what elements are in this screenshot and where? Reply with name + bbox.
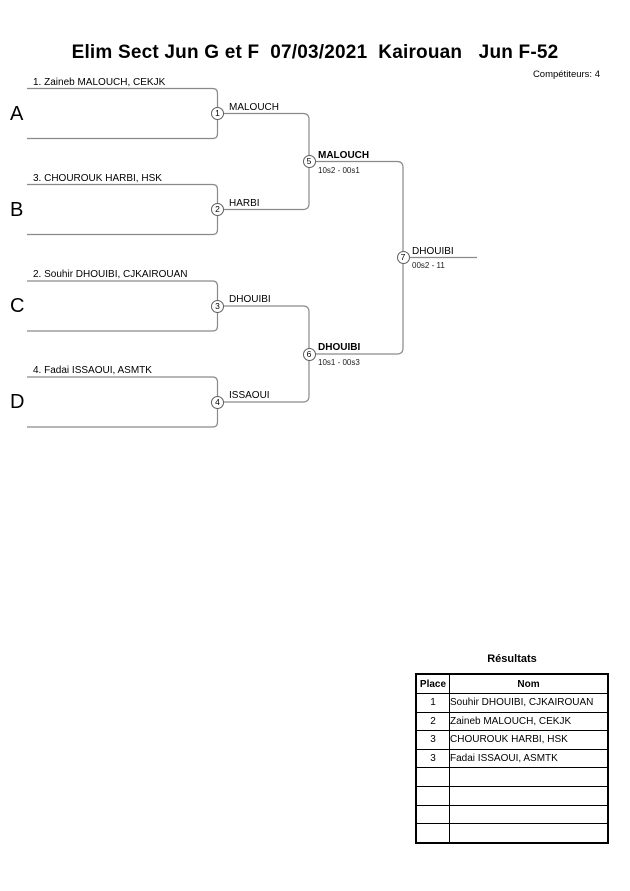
results-header-name: Nom [449, 673, 609, 694]
table-row: 1 Souhir DHOUIBI, CJKAIROUAN [415, 693, 609, 713]
seed-entry-c: 2. Souhir DHOUIBI, CJKAIROUAN [33, 269, 188, 280]
result-name: Souhir DHOUIBI, CJKAIROUAN [449, 693, 609, 713]
result-name [449, 823, 609, 844]
results-section: Résultats Place Nom 1 Souhir DHOUIBI, CJ… [415, 653, 609, 844]
result-place: 2 [415, 711, 450, 732]
result-place [415, 767, 450, 787]
result-place [415, 785, 450, 806]
result-name [449, 767, 609, 787]
result-name: CHOUROUK HARBI, HSK [449, 730, 609, 750]
page-title: Elim Sect Jun G et F 07/03/2021 Kairouan… [71, 42, 559, 63]
match-circle-5: 5 [302, 155, 316, 168]
result-name [449, 804, 609, 825]
r1-winner-3: DHOUIBI [229, 294, 271, 305]
position-letter-c: C [10, 295, 25, 317]
result-place [415, 823, 450, 844]
result-place [415, 804, 450, 825]
sf-score-5: 10s2 - 00s1 [318, 165, 360, 175]
final-winner: DHOUIBI [412, 245, 454, 257]
table-row [415, 804, 609, 825]
table-row: 2 Zaineb MALOUCH, CEKJK [415, 711, 609, 732]
result-place: 1 [415, 693, 450, 713]
position-letter-a: A [10, 102, 24, 125]
match-circle-3: 3 [211, 299, 224, 313]
r1-winner-1: MALOUCH [229, 101, 280, 113]
table-row [415, 785, 609, 806]
results-title: Résultats [487, 653, 537, 665]
table-row: 3 CHOUROUK HARBI, HSK [415, 730, 609, 750]
table-row [415, 767, 609, 787]
result-place: 3 [415, 730, 450, 750]
seed-entry-d: 4. Fadai ISSAOUI, ASMTK [33, 365, 152, 376]
match-circle-1: 1 [211, 107, 224, 120]
table-row: 3 Fadai ISSAOUI, ASMTK [415, 748, 609, 769]
table-row [415, 823, 609, 844]
results-header-place: Place [415, 673, 450, 694]
seed-entry-b: 3. CHOUROUK HARBI, HSK [33, 172, 162, 184]
final-score: 00s2 - 11 [412, 260, 445, 270]
seed-entry-a: 1. Zaineb MALOUCH, CEKJK [33, 76, 166, 88]
result-name: Zaineb MALOUCH, CEKJK [449, 711, 609, 732]
competitors-count: Compétiteurs: 4 [532, 69, 600, 80]
result-place: 3 [415, 748, 450, 769]
match-circle-7: 7 [396, 251, 410, 264]
sf-score-6: 10s1 - 00s3 [318, 357, 360, 367]
position-letter-b: B [10, 198, 24, 221]
r1-winner-4: ISSAOUI [229, 390, 270, 401]
match-circle-6: 6 [302, 347, 316, 361]
position-letter-d: D [10, 391, 25, 413]
r1-winner-2: HARBI [229, 197, 260, 209]
sf-winner-5: MALOUCH [318, 149, 370, 161]
result-name [449, 785, 609, 806]
match-circle-4: 4 [211, 395, 224, 409]
match-circle-2: 2 [211, 203, 224, 216]
sf-winner-6: DHOUIBI [318, 342, 361, 353]
result-name: Fadai ISSAOUI, ASMTK [449, 748, 609, 769]
results-table: Place Nom 1 Souhir DHOUIBI, CJKAIROUAN 2… [415, 673, 609, 844]
results-header-row: Place Nom [415, 673, 609, 694]
